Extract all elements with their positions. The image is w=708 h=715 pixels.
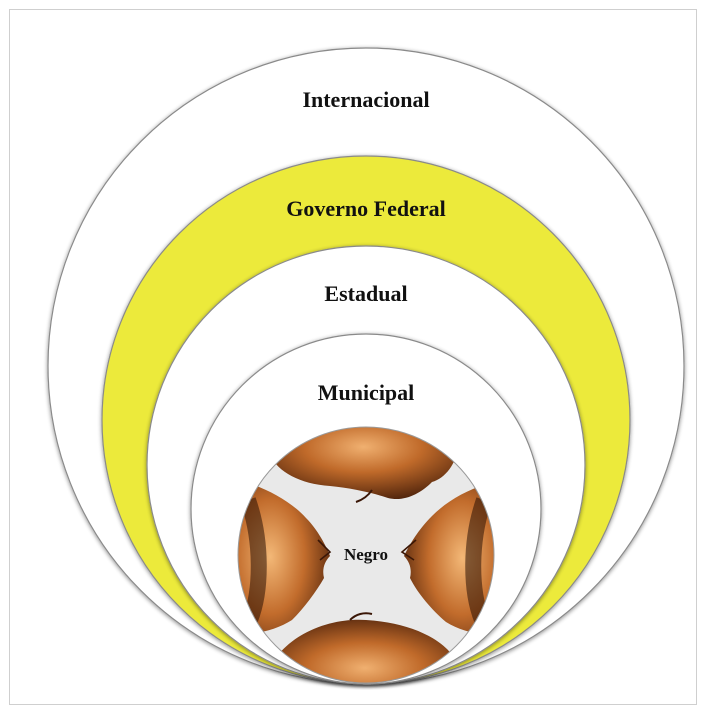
label-estadual: Estadual [324, 281, 407, 306]
label-governo-federal: Governo Federal [286, 196, 445, 221]
label-internacional: Internacional [302, 87, 429, 112]
label-negro: Negro [344, 545, 388, 564]
label-municipal: Municipal [318, 380, 415, 405]
